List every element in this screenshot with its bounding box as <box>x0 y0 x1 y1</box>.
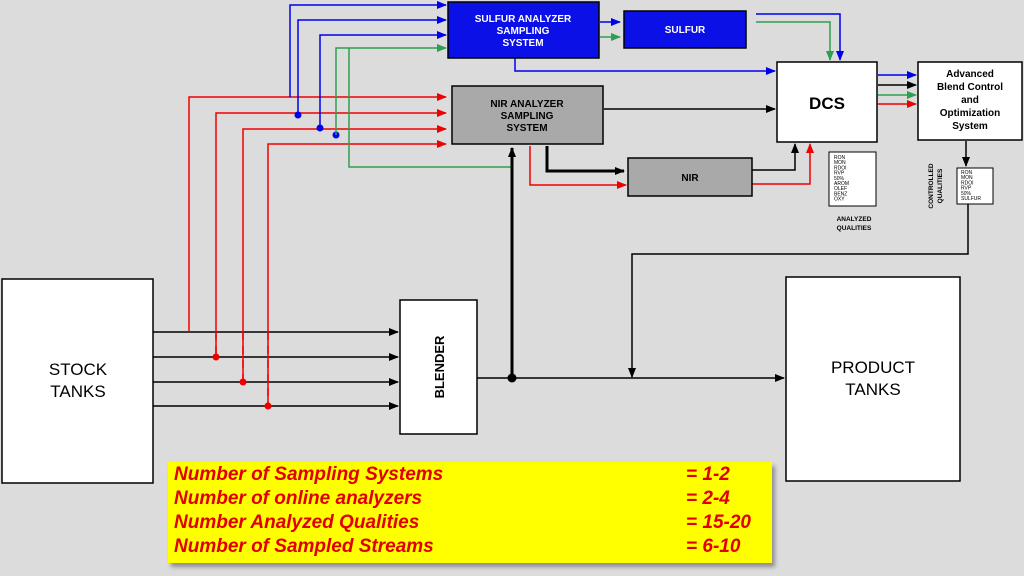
analyzed-quality-item: RVP <box>834 171 845 177</box>
sulfur-label: SULFUR <box>665 25 706 36</box>
blue-junction-dots <box>294 111 340 139</box>
analyzed-quality-item: 50% <box>834 176 845 182</box>
stock-outlet-lines <box>153 328 399 410</box>
sulfur-block: SULFUR <box>623 10 747 49</box>
nir-analyzer-block: NIR ANALYZER SAMPLING SYSTEM <box>451 85 604 145</box>
controlled-quality-item: RVP <box>961 186 972 192</box>
stock-tanks-label-1: STOCK <box>49 360 108 379</box>
summary-row: Number Analyzed Qualities = 15-20 <box>174 512 768 536</box>
controlled-quality-item: SULFUR <box>961 196 981 202</box>
sulfur-analyzer-label-3: SYSTEM <box>502 38 543 49</box>
summary-label: Number of Sampled Streams <box>174 536 434 557</box>
advanced-label-1: Advanced <box>946 69 994 80</box>
summary-row: Number of Sampled Streams = 6-10 <box>174 536 768 560</box>
stock-tanks-label-2: TANKS <box>50 382 105 401</box>
dcs-label: DCS <box>809 94 845 113</box>
analyzed-qualities-caption-1: ANALYZED <box>837 216 872 223</box>
red-dashed-continuation <box>215 332 269 406</box>
analyzed-quality-item: OLEF <box>834 186 847 192</box>
analyzed-quality-item: RON <box>834 155 846 161</box>
product-tanks-label-2: TANKS <box>845 380 900 399</box>
summary-label: Number of online analyzers <box>174 488 423 509</box>
summary-label: Number of Sampling Systems <box>174 464 444 485</box>
nir-block: NIR <box>627 157 753 197</box>
dcs-block: DCS <box>776 61 878 143</box>
analyzed-quality-item: MON <box>834 160 846 166</box>
red-junction-dots <box>212 353 272 410</box>
controlled-quality-item: RON <box>961 170 973 176</box>
controlled-qualities-caption-2: QUALITIES <box>937 168 944 203</box>
summary-label: Number Analyzed Qualities <box>174 512 420 533</box>
analyzed-qualities-caption-2: QUALITIES <box>837 225 872 232</box>
product-tanks-block: PRODUCT TANKS <box>785 276 961 482</box>
advanced-label-2: Blend Control <box>937 82 1003 93</box>
nir-label: NIR <box>681 173 699 184</box>
summary-row: Number of online analyzers = 2-4 <box>174 488 768 512</box>
controlled-quality-item: MON <box>961 175 973 181</box>
summary-value: = 2-4 <box>686 488 730 509</box>
advanced-label-3: and <box>961 95 979 106</box>
advanced-label-4: Optimization <box>940 108 1001 119</box>
analyzed-quality-item: AROM <box>834 181 849 187</box>
nir-analyzer-label-1: NIR ANALYZER <box>490 99 564 110</box>
blue-sample-lines <box>289 1 447 128</box>
summary-value: = 1-2 <box>686 464 730 485</box>
analyzed-quality-item: RDOI <box>834 165 847 171</box>
summary-value: = 6-10 <box>686 536 741 557</box>
blender-sample-line <box>508 146 625 378</box>
summary-row: Number of Sampling Systems = 1-2 <box>174 464 768 488</box>
analyzed-quality-item: OXY <box>834 197 845 203</box>
blender-label: BLENDER <box>432 335 447 398</box>
analyzed-quality-item: BENZ <box>834 191 847 197</box>
blue-dcs-lines <box>514 13 917 79</box>
sulfur-analyzer-block: SULFUR ANALYZER SAMPLING SYSTEM <box>447 1 600 59</box>
controlled-qualities-caption-1: CONTROLLED <box>928 163 935 208</box>
nir-analyzer-label-2: SAMPLING <box>501 111 554 122</box>
blender-block: BLENDER <box>399 299 478 435</box>
advanced-control-block: Advanced Blend Control and Optimization … <box>917 61 1023 141</box>
sulfur-analyzer-label-1: SULFUR ANALYZER <box>475 14 572 25</box>
summary-value: = 15-20 <box>686 512 751 533</box>
red-sample-lines <box>188 93 447 406</box>
advanced-label-5: System <box>952 121 988 132</box>
controlled-quality-item: RDOI <box>961 180 974 186</box>
sulfur-analyzer-label-2: SAMPLING <box>497 26 550 37</box>
nir-analyzer-label-3: SYSTEM <box>506 123 547 134</box>
controlled-quality-item: 50% <box>961 191 972 197</box>
green-lines <box>335 21 917 168</box>
black-flow-lines <box>477 81 970 382</box>
stock-tanks-block: STOCK TANKS <box>1 278 154 484</box>
product-tanks-label-1: PRODUCT <box>831 358 915 377</box>
summary-panel: Number of Sampling Systems = 1-2 Number … <box>168 462 772 563</box>
blender-outlet-junction <box>507 373 517 383</box>
red-nir-lines <box>529 100 917 189</box>
